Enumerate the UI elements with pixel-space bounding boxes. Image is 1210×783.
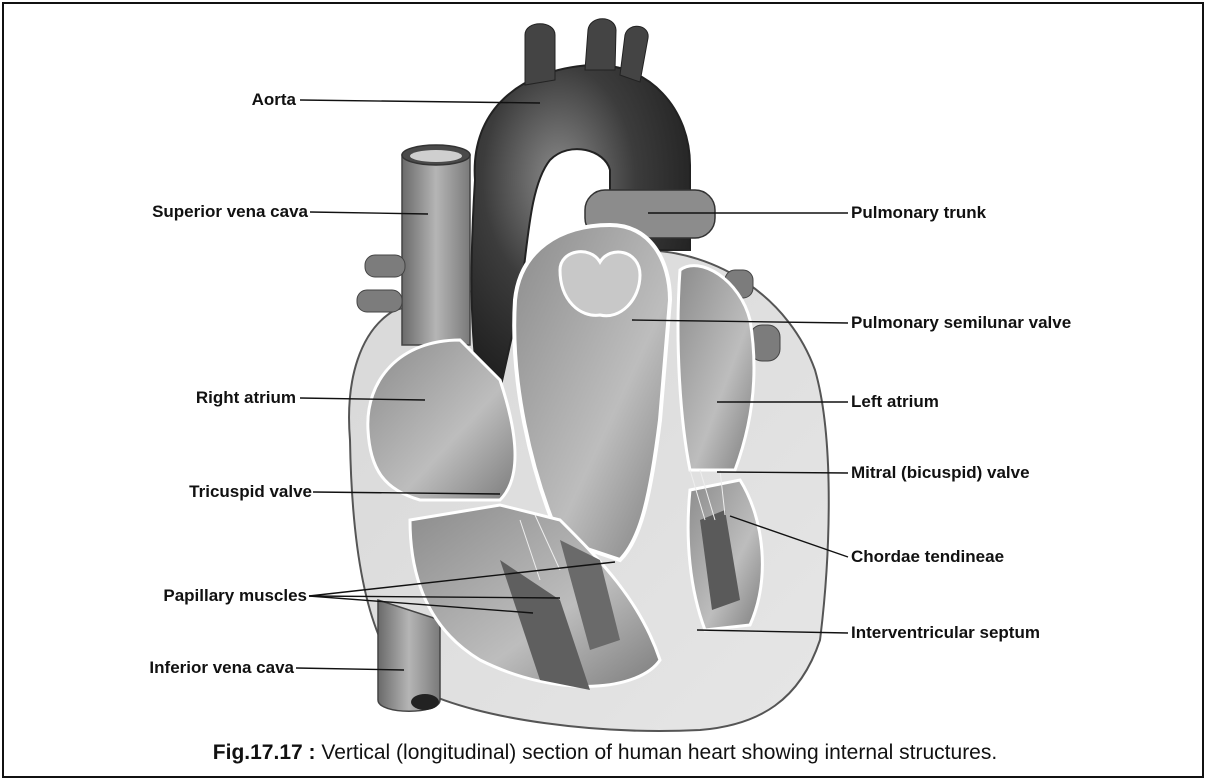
inferior-vena-cava-shape <box>378 600 440 711</box>
superior-vena-cava-shape <box>402 155 470 345</box>
label-chordae-tendineae: Chordae tendineae <box>851 547 1004 567</box>
label-mitral-valve: Mitral (bicuspid) valve <box>851 463 1030 483</box>
label-tricuspid-valve: Tricuspid valve <box>189 482 312 502</box>
figure-number: Fig.17.17 : <box>213 741 316 764</box>
caption-text: Vertical (longitudinal) section of human… <box>321 741 997 764</box>
figure-caption: Fig.17.17 : Vertical (longitudinal) sect… <box>0 741 1210 765</box>
label-interventricular-septum: Interventricular septum <box>851 623 1040 643</box>
label-aorta: Aorta <box>252 90 296 110</box>
label-right-atrium: Right atrium <box>196 388 296 408</box>
label-superior-vena-cava: Superior vena cava <box>152 202 308 222</box>
label-papillary-muscles: Papillary muscles <box>163 586 307 606</box>
label-inferior-vena-cava: Inferior vena cava <box>149 658 294 678</box>
label-left-atrium: Left atrium <box>851 392 939 412</box>
label-pulmonary-semilunar-valve: Pulmonary semilunar valve <box>851 313 1071 333</box>
label-pulmonary-trunk: Pulmonary trunk <box>851 203 986 223</box>
